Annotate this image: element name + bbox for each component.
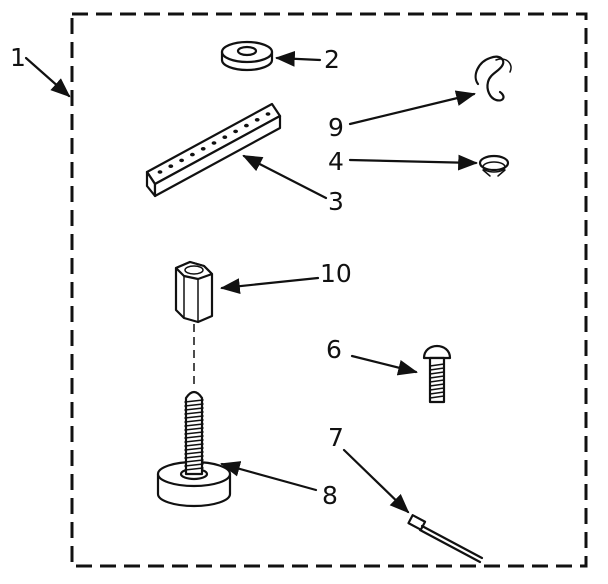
bolt-part bbox=[422, 344, 452, 404]
callout-kit: 1 bbox=[10, 43, 26, 72]
callout-clip: 4 bbox=[328, 147, 344, 176]
bracket-hole bbox=[211, 141, 217, 145]
bracket-hole bbox=[244, 123, 249, 128]
bolt-thread bbox=[429, 371, 445, 375]
leader-kit bbox=[24, 56, 71, 98]
bolt-thread bbox=[429, 395, 445, 399]
hook-part bbox=[474, 55, 512, 102]
leg-thread bbox=[184, 427, 204, 431]
callout-washer: 2 bbox=[324, 45, 340, 74]
callout-nut: 10 bbox=[320, 259, 352, 288]
bracket-hole bbox=[222, 135, 228, 139]
callout-tie: 7 bbox=[328, 423, 344, 452]
leader-bracket bbox=[242, 154, 328, 200]
bracket-hole bbox=[233, 129, 239, 134]
callout-hook: 9 bbox=[328, 113, 344, 142]
kit-boundary bbox=[70, 12, 588, 568]
leg-thread bbox=[184, 411, 204, 415]
leg-thread bbox=[184, 399, 204, 403]
bolt-thread bbox=[429, 391, 445, 395]
leg-thread bbox=[184, 455, 204, 459]
bolt-thread bbox=[429, 375, 445, 379]
bolt-thread bbox=[429, 379, 445, 383]
bolt-thread bbox=[429, 383, 445, 387]
leg-thread bbox=[184, 419, 204, 423]
leg-thread bbox=[184, 403, 204, 407]
bolt-thread bbox=[429, 387, 445, 391]
bracket-hole bbox=[168, 164, 174, 168]
leg-thread bbox=[184, 451, 204, 455]
leg-thread bbox=[184, 443, 204, 447]
leader-washer bbox=[275, 50, 322, 67]
leg-thread bbox=[184, 463, 204, 467]
leader-leveling-leg bbox=[220, 461, 318, 492]
washer-part bbox=[220, 40, 274, 72]
tie-part bbox=[407, 514, 484, 564]
leg-thread bbox=[184, 439, 204, 443]
leg-thread bbox=[184, 447, 204, 451]
bracket-hole bbox=[265, 112, 271, 116]
clip-part bbox=[478, 154, 510, 177]
leader-bolt bbox=[350, 354, 418, 376]
nut-part bbox=[174, 260, 214, 324]
leg-thread bbox=[184, 407, 204, 411]
leg-thread bbox=[184, 467, 204, 471]
bolt-thread bbox=[429, 363, 445, 367]
callout-bracket: 3 bbox=[328, 187, 344, 216]
bracket-hole bbox=[190, 152, 195, 157]
leg-thread bbox=[184, 415, 204, 419]
bracket-hole bbox=[254, 118, 260, 122]
leader-clip bbox=[348, 154, 478, 171]
bracket-part bbox=[145, 102, 282, 198]
leg-thread bbox=[184, 423, 204, 427]
callout-leveling-leg: 8 bbox=[322, 481, 338, 510]
leveling-leg-part bbox=[156, 390, 232, 508]
bracket-hole bbox=[157, 170, 163, 174]
callout-bolt: 6 bbox=[326, 335, 342, 364]
leader-hook bbox=[348, 90, 476, 126]
leader-nut bbox=[220, 276, 320, 295]
bolt-thread bbox=[429, 367, 445, 371]
bracket-hole bbox=[200, 147, 206, 151]
bracket-hole bbox=[179, 158, 185, 163]
leg-thread bbox=[184, 459, 204, 463]
leg-thread bbox=[184, 431, 204, 435]
leg-thread bbox=[184, 435, 204, 439]
leader-tie bbox=[342, 448, 410, 514]
